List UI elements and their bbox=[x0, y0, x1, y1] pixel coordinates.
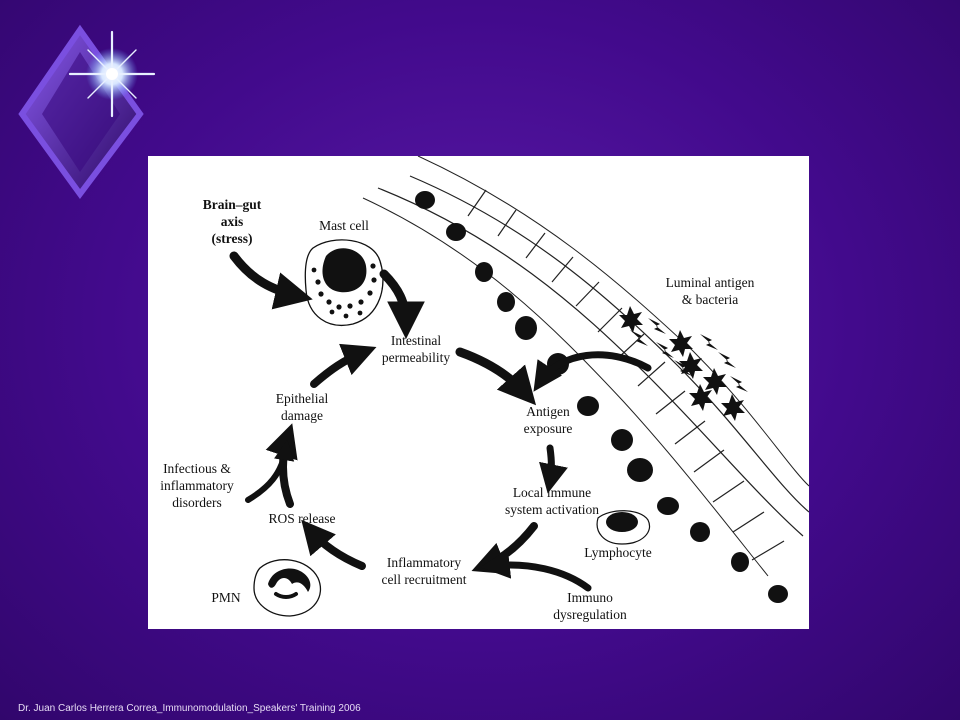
arrow-brain-gut-to-mast-cell bbox=[229, 251, 313, 310]
svg-text:dysregulation: dysregulation bbox=[553, 607, 627, 622]
arrow-epithelial-to-permeability bbox=[310, 343, 377, 388]
svg-text:inflammatory: inflammatory bbox=[160, 478, 234, 493]
svg-text:axis: axis bbox=[221, 214, 244, 229]
diagram-panel: Brain–gut axis (stress) Mast cell Intest… bbox=[148, 156, 809, 629]
svg-text:(stress): (stress) bbox=[212, 231, 253, 246]
svg-text:damage: damage bbox=[281, 408, 323, 423]
label-ros-release: ROS release bbox=[268, 511, 335, 526]
mast-cell bbox=[304, 239, 384, 326]
label-lymphocyte: Lymphocyte bbox=[584, 545, 652, 560]
arrow-recruitment-to-ros bbox=[301, 519, 366, 570]
svg-text:& bacteria: & bacteria bbox=[682, 292, 739, 307]
arrow-dysregulation-to-recruitment bbox=[480, 549, 592, 592]
star-diamond-icon bbox=[18, 24, 156, 200]
label-immuno-dysregulation: Immuno dysregulation bbox=[553, 590, 627, 622]
svg-text:Infectious &: Infectious & bbox=[163, 461, 231, 476]
pmn-cell bbox=[253, 559, 322, 617]
label-brain-gut: Brain–gut axis (stress) bbox=[203, 197, 262, 246]
arrow-lumen-to-antigen bbox=[533, 351, 652, 392]
arrow-antigen-to-immune bbox=[539, 444, 568, 494]
svg-text:permeability: permeability bbox=[382, 350, 450, 365]
cycle-arrows bbox=[229, 251, 652, 592]
lymphocyte-cell bbox=[596, 510, 651, 545]
label-antigen-exposure: Antigen exposure bbox=[524, 404, 573, 436]
label-inflammatory-recruitment: Inflammatory cell recruitment bbox=[381, 555, 466, 587]
label-infectious-disorders: Infectious & inflammatory disorders bbox=[160, 461, 234, 510]
svg-text:Luminal antigen: Luminal antigen bbox=[666, 275, 755, 290]
luminal-bacteria bbox=[630, 318, 748, 392]
svg-text:Brain–gut: Brain–gut bbox=[203, 197, 262, 212]
arrow-mast-cell-to-permeability bbox=[379, 269, 425, 340]
label-pmn: PMN bbox=[211, 590, 241, 605]
gut-immune-cycle-diagram: Brain–gut axis (stress) Mast cell Intest… bbox=[160, 156, 809, 622]
label-mast-cell: Mast cell bbox=[319, 218, 369, 233]
svg-text:Intestinal: Intestinal bbox=[391, 333, 441, 348]
svg-text:Inflammatory: Inflammatory bbox=[387, 555, 461, 570]
svg-text:cell recruitment: cell recruitment bbox=[381, 572, 466, 587]
arrow-disorders-to-epithelial bbox=[245, 439, 295, 503]
svg-text:disorders: disorders bbox=[172, 495, 222, 510]
label-intestinal-permeability: Intestinal permeability bbox=[382, 333, 450, 365]
svg-text:Local immune: Local immune bbox=[513, 485, 591, 500]
svg-text:system activation: system activation bbox=[505, 502, 599, 517]
label-epithelial-damage: Epithelial damage bbox=[276, 391, 329, 423]
svg-text:Antigen: Antigen bbox=[526, 404, 570, 419]
label-local-immune: Local immune system activation bbox=[505, 485, 599, 517]
slide-footer: Dr. Juan Carlos Herrera Correa_Immunomod… bbox=[18, 703, 361, 714]
svg-text:Immuno: Immuno bbox=[567, 590, 613, 605]
arrow-immune-to-recruitment bbox=[471, 522, 538, 575]
svg-text:Epithelial: Epithelial bbox=[276, 391, 329, 406]
label-luminal-antigen: Luminal antigen & bacteria bbox=[666, 275, 755, 307]
svg-text:exposure: exposure bbox=[524, 421, 573, 436]
arrow-permeability-to-antigen bbox=[455, 347, 537, 406]
